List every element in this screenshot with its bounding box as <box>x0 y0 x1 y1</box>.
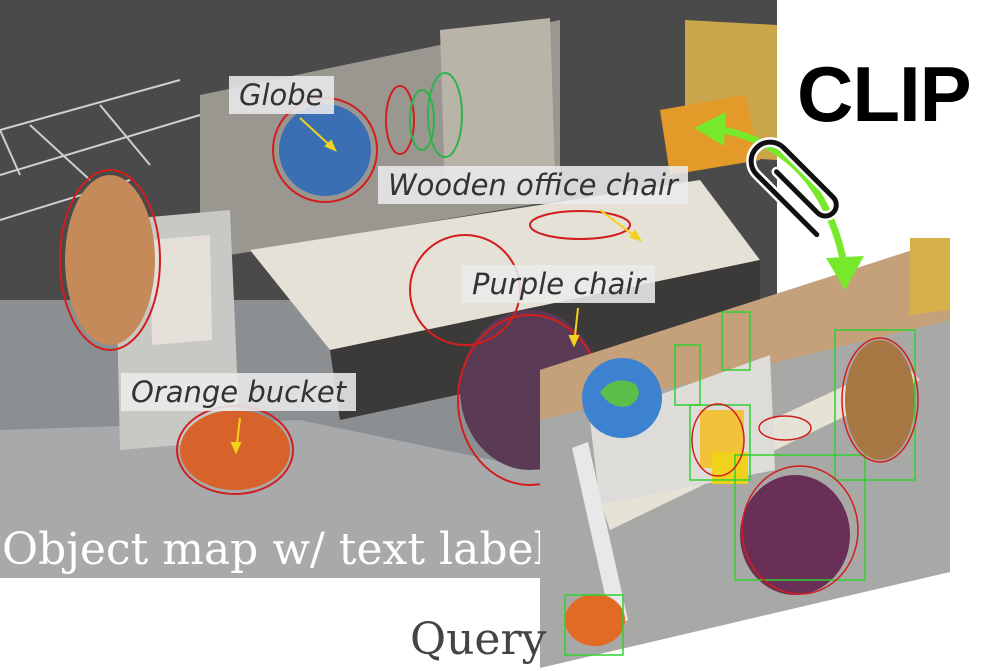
label-purple-chair: Purple chair <box>462 265 656 303</box>
query-wooden-chair <box>845 340 915 460</box>
query-image <box>540 238 950 668</box>
arrow-head-bottom <box>826 256 864 290</box>
object-map-caption: Object map w/ text labels <box>2 524 571 575</box>
query-dice <box>712 452 748 484</box>
query-purple-chair <box>740 475 850 595</box>
floor-near <box>0 420 540 578</box>
globe-cloud <box>279 104 371 196</box>
arrow-head-top <box>694 112 726 146</box>
query-ellipses <box>691 337 919 595</box>
query-pole <box>572 442 628 626</box>
floor-grid <box>0 79 201 221</box>
query-bucket <box>565 594 625 646</box>
clip-title: CLIP <box>797 50 972 138</box>
clip-link-arrow <box>694 112 864 290</box>
paperclip-icon <box>746 137 842 240</box>
left-chair-cloud <box>65 175 155 345</box>
label-orange-bucket: Orange bucket <box>121 373 357 411</box>
label-wooden-office-chair: Wooden office chair <box>378 166 688 204</box>
label-pointers <box>230 117 643 455</box>
query-bounding-boxes <box>564 311 916 656</box>
query-poster <box>910 238 950 315</box>
whiteboard <box>440 18 555 190</box>
cabinet-front <box>150 235 212 345</box>
green-ellipse <box>427 72 463 158</box>
query-caption: Query <box>410 614 547 665</box>
query-globe-land <box>600 380 639 407</box>
green-ellipse-2 <box>409 89 435 151</box>
label-globe: Globe <box>229 76 334 114</box>
